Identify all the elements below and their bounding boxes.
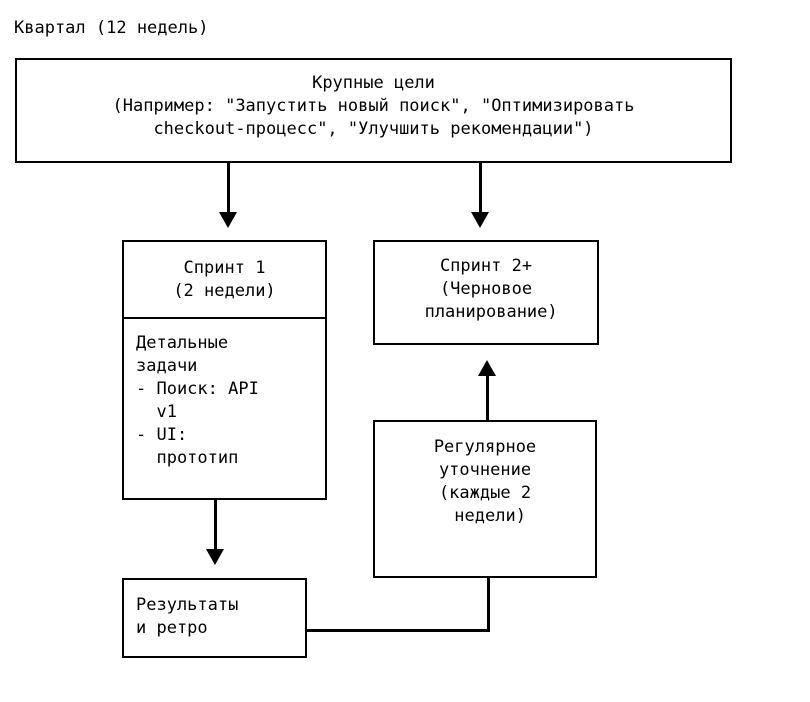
results-text: Результаты и ретро	[136, 595, 239, 638]
connector-refinement-to-sprint2-line	[486, 375, 489, 420]
connector-goals-to-sprint1-line	[227, 163, 230, 213]
refinement-text: Регулярное уточнение (каждые 2 недели)	[433, 437, 537, 526]
connector-results-to-refinement-horizontal	[307, 629, 490, 632]
sprint2-box: Спринт 2+ (Черновое планирование)	[373, 240, 599, 345]
connector-goals-to-sprint2-line	[479, 163, 482, 213]
sprint1-body-text: Детальные задачи - Поиск: API v1 - UI: п…	[136, 333, 259, 468]
sprint2-text: Спринт 2+ (Черновое планирование)	[424, 256, 558, 322]
connector-sprint1-to-results-line	[214, 500, 217, 550]
sprint1-header-text: Спринт 1 (2 недели)	[173, 257, 276, 301]
refinement-box: Регулярное уточнение (каждые 2 недели)	[373, 420, 597, 578]
connector-sprint1-to-results-arrowhead	[206, 549, 224, 565]
diagram-caption: Квартал (12 недель)	[14, 18, 209, 38]
sprint1-box: Спринт 1 (2 недели) Детальные задачи - П…	[122, 240, 327, 500]
connector-results-to-refinement-riser	[487, 578, 490, 631]
connector-refinement-to-sprint2-arrowhead	[478, 360, 496, 376]
connector-goals-to-sprint1-arrowhead	[219, 212, 237, 228]
goals-text: Крупные цели (Например: "Запустить новый…	[112, 73, 635, 139]
sprint1-body: Детальные задачи - Поиск: API v1 - UI: п…	[124, 319, 325, 470]
results-box: Результаты и ретро	[122, 578, 307, 658]
sprint1-header: Спринт 1 (2 недели)	[124, 242, 325, 319]
goals-box: Крупные цели (Например: "Запустить новый…	[15, 58, 732, 163]
connector-goals-to-sprint2-arrowhead	[471, 212, 489, 228]
